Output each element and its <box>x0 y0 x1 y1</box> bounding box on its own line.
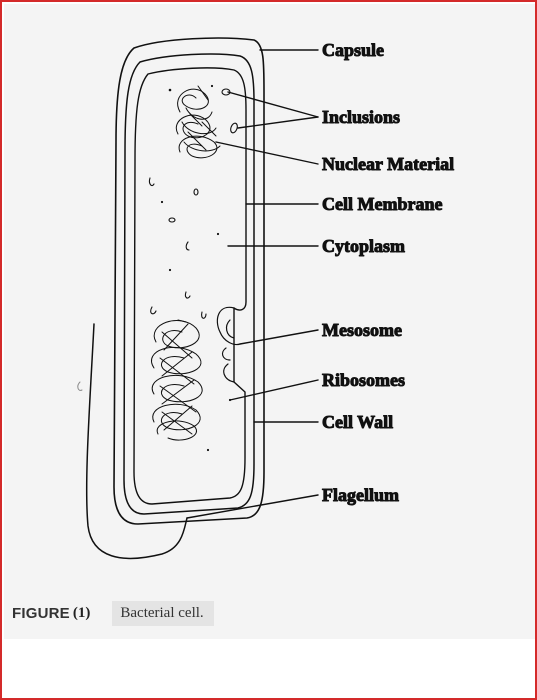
label-ribosomes: Ribosomes <box>322 370 405 390</box>
label-cell-membrane: Cell Membrane <box>322 194 442 214</box>
leader-inclusions-a <box>228 92 318 117</box>
label-nuclear-material: Nuclear Material <box>322 154 454 174</box>
inclusions <box>149 89 238 322</box>
leader-mesosome <box>240 330 318 344</box>
label-flagellum: Flagellum <box>322 485 399 505</box>
label-inclusions: Inclusions <box>322 107 400 127</box>
stray-mark <box>78 382 82 390</box>
leader-flagellum <box>187 495 318 518</box>
mesosome <box>217 307 240 382</box>
nuclear-material-lower <box>151 321 202 441</box>
bacterial-cell-diagram: Capsule Inclusions Nuclear Material Cell… <box>2 2 535 602</box>
figure-number: (1) <box>73 605 91 622</box>
figure-caption: FIGURE (1) Bacterial cell. <box>12 597 214 629</box>
leader-nuclear-material <box>216 142 318 164</box>
caption-text: Bacterial cell. <box>112 601 213 626</box>
nuclear-material-upper <box>176 86 220 158</box>
label-mesosome: Mesosome <box>322 320 402 340</box>
figure-word: FIGURE <box>12 605 70 622</box>
leader-inclusions-b <box>238 117 318 128</box>
label-capsule: Capsule <box>322 40 384 60</box>
label-cytoplasm: Cytoplasm <box>322 236 405 256</box>
label-cell-wall: Cell Wall <box>322 412 393 432</box>
